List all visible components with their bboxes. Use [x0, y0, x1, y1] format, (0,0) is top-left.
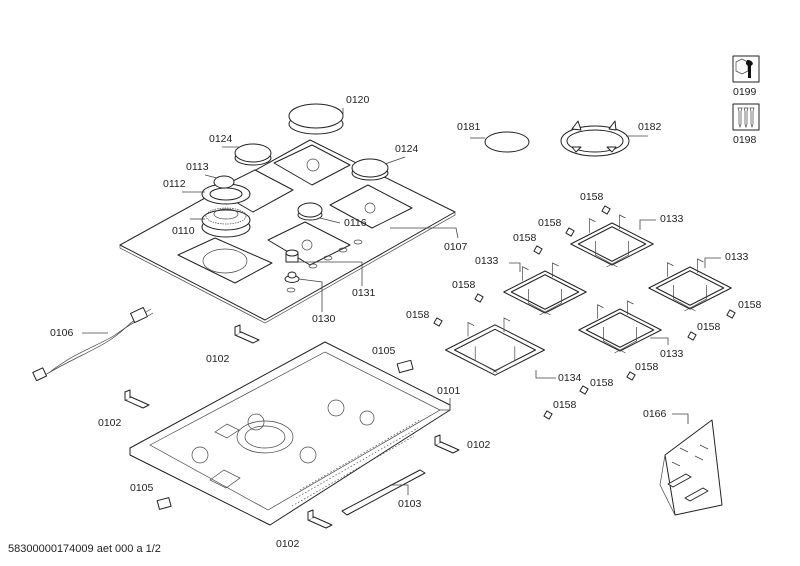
part-label-wok-center-cap: 0113: [186, 161, 209, 173]
wok-ring: [201, 183, 251, 205]
part-label-rubber-foot: 0158: [538, 217, 562, 229]
rubber-foot: [726, 309, 736, 319]
part-label-igniter: 0105: [372, 345, 396, 357]
bracket: [124, 389, 150, 409]
igniter-top: [396, 359, 414, 374]
leader-line: [650, 337, 669, 345]
part-label-small-cap: 0116: [344, 217, 367, 229]
part-label-wok-burner: 0110: [172, 225, 195, 237]
knob: [285, 249, 299, 263]
rubber-foot: [543, 410, 553, 420]
rubber-foot: [687, 331, 697, 341]
pan-support-right: [648, 258, 732, 312]
part-label-rubber-foot: 0158: [513, 232, 537, 244]
bracket: [307, 509, 333, 529]
rubber-foot: [433, 317, 443, 327]
rubber-foot: [474, 293, 484, 303]
rubber-foot: [533, 245, 543, 255]
wok-support: [560, 120, 630, 157]
part-label-bracket: 0102: [467, 439, 491, 451]
round-cap: [484, 131, 530, 153]
wok-burner: [201, 207, 251, 238]
part-label-rubber-foot: 0158: [590, 377, 614, 389]
pan-support-large: [445, 317, 545, 376]
screws-icon[interactable]: [732, 103, 760, 131]
housing: [129, 341, 451, 526]
part-label-igniter: 0105: [130, 482, 154, 494]
part-label-burner-cap-right: 0124: [395, 143, 419, 155]
wrench-nut-icon[interactable]: [732, 55, 760, 83]
large-burner-cap: [288, 103, 344, 135]
part-label-glass-top: 0107: [444, 241, 468, 253]
part-label-wok-ring: 0112: [163, 178, 186, 190]
part-label-knob-spindle: 0130: [312, 313, 336, 325]
part-label-pan-support-c: 0133: [475, 255, 499, 267]
wok-center-cap: [213, 175, 235, 189]
tools-label: 0199: [733, 86, 757, 98]
pan-support-top: [570, 214, 654, 268]
part-label-rubber-foot: 0158: [635, 361, 659, 373]
part-label-pan-support-b: 0133: [725, 251, 749, 263]
part-label-pan-support-d: 0133: [660, 348, 684, 360]
leader-line: [704, 257, 721, 268]
rubber-foot: [601, 205, 611, 215]
igniter-bottom: [156, 497, 172, 510]
part-label-bracket: 0102: [98, 417, 122, 429]
part-label-wok-support: 0182: [638, 121, 662, 133]
screws-label: 0198: [733, 134, 757, 146]
power-cord: [32, 307, 154, 382]
rubber-foot: [579, 385, 589, 395]
rubber-foot: [626, 371, 636, 381]
part-label-power-cord: 0106: [50, 327, 74, 339]
pan-support-left: [503, 262, 587, 316]
rubber-foot: [565, 227, 575, 237]
part-label-rubber-foot: 0158: [738, 299, 762, 311]
small-burner-cap: [297, 202, 323, 221]
bracket: [434, 434, 460, 454]
leader-line: [535, 370, 556, 379]
part-label-rubber-foot: 0158: [697, 321, 721, 333]
part-label-rubber-foot: 0158: [406, 309, 430, 321]
leader-line: [440, 398, 451, 411]
leader-line: [204, 174, 218, 179]
part-label-pan-support-a: 0133: [660, 213, 684, 225]
strip: [341, 469, 426, 516]
part-label-strip: 0103: [398, 498, 422, 510]
burner-cap-right: [351, 158, 389, 181]
part-label-knob: 0131: [352, 287, 376, 299]
bracket: [234, 324, 260, 344]
leader-line: [298, 278, 323, 312]
burner-cap-left: [234, 143, 272, 166]
knob-spindle: [284, 271, 300, 283]
part-label-housing: 0101: [437, 385, 461, 397]
part-label-bracket: 0102: [276, 538, 300, 550]
pan-support-center: [578, 300, 662, 354]
leader-line: [390, 227, 459, 239]
leader-line: [509, 262, 521, 272]
part-label-burner-cap-left: 0124: [209, 133, 233, 145]
part-label-rubber-foot: 0158: [553, 399, 577, 411]
part-label-rubber-foot: 0158: [580, 191, 604, 203]
leader-line: [319, 217, 341, 224]
leader-line: [672, 413, 689, 424]
document-footer: 58300000174009 aet 000 a 1/2: [8, 543, 161, 555]
leader-line: [384, 156, 406, 165]
part-label-rubber-foot: 0158: [452, 279, 476, 291]
leader-line: [298, 261, 363, 286]
leader-line: [390, 484, 409, 495]
part-label-round-cap: 0181: [457, 121, 481, 133]
part-label-pan-support-large: 0134: [558, 372, 582, 384]
leader-line: [639, 219, 656, 230]
part-label-bracket: 0102: [206, 353, 230, 365]
glass-top: [119, 139, 456, 324]
fixing-kit: [659, 419, 723, 516]
part-label-burner-large-cap: 0120: [346, 94, 370, 106]
part-label-fixing-kit: 0166: [643, 408, 667, 420]
